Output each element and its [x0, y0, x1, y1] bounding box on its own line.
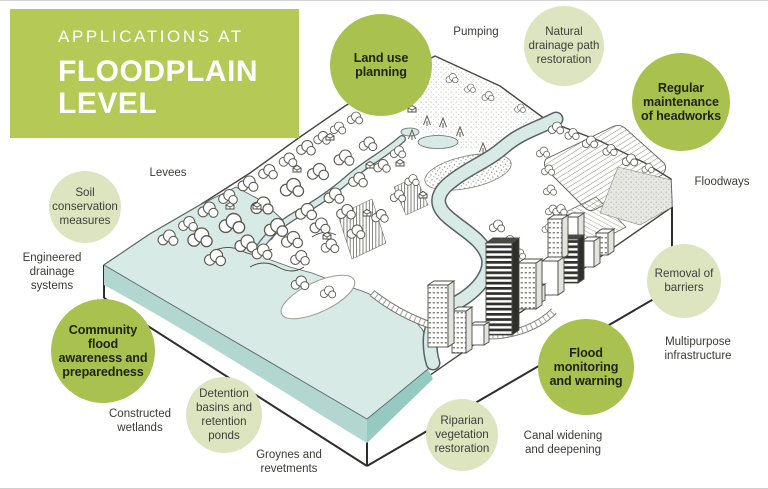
title-line-1: FLOODPLAIN [58, 54, 258, 88]
title-block: APPLICATIONS AT FLOODPLAIN LEVEL [10, 9, 299, 138]
bubble-riparian-vegetation: Riparian vegetation restoration [426, 399, 498, 471]
bubble-land-use-planning: Land use planning [330, 14, 432, 116]
page-title: FLOODPLAIN LEVEL [58, 54, 299, 120]
label-levees: Levees [149, 166, 187, 179]
label-floodways: Floodways [694, 175, 750, 188]
bubble-community-flood-awareness: Community flood awareness and preparedne… [51, 299, 155, 403]
label-canal-widening: Canal widening and deepening [523, 429, 603, 456]
label-multipurpose-infra: Multipurpose infrastructure [664, 335, 732, 362]
bubble-regular-maintenance-headworks: Regular maintenance of headworks [632, 53, 730, 151]
water-side-left [104, 265, 367, 443]
bubble-detention-basins-ponds: Detention basins and retention ponds [186, 377, 262, 453]
bubble-flood-monitoring-warning: Flood monitoring and warning [538, 319, 634, 415]
title-eyebrow: APPLICATIONS AT [58, 26, 244, 46]
bubble-soil-conservation-measures: Soil conservation measures [49, 171, 121, 243]
water-side-front [367, 369, 433, 443]
label-engineered-drainage: Engineered drainage systems [22, 251, 82, 293]
label-pumping: Pumping [453, 25, 499, 38]
bubble-removal-of-barriers: Removal of barriers [647, 244, 721, 318]
label-groynes-revetments: Groynes and revetments [256, 448, 322, 475]
label-constructed-wetlands: Constructed wetlands [108, 407, 172, 434]
bubble-natural-drainage-restoration: Natural drainage path restoration [524, 6, 604, 86]
sandbank [280, 274, 356, 320]
title-line-2: LEVEL [58, 87, 158, 120]
city [426, 212, 616, 354]
